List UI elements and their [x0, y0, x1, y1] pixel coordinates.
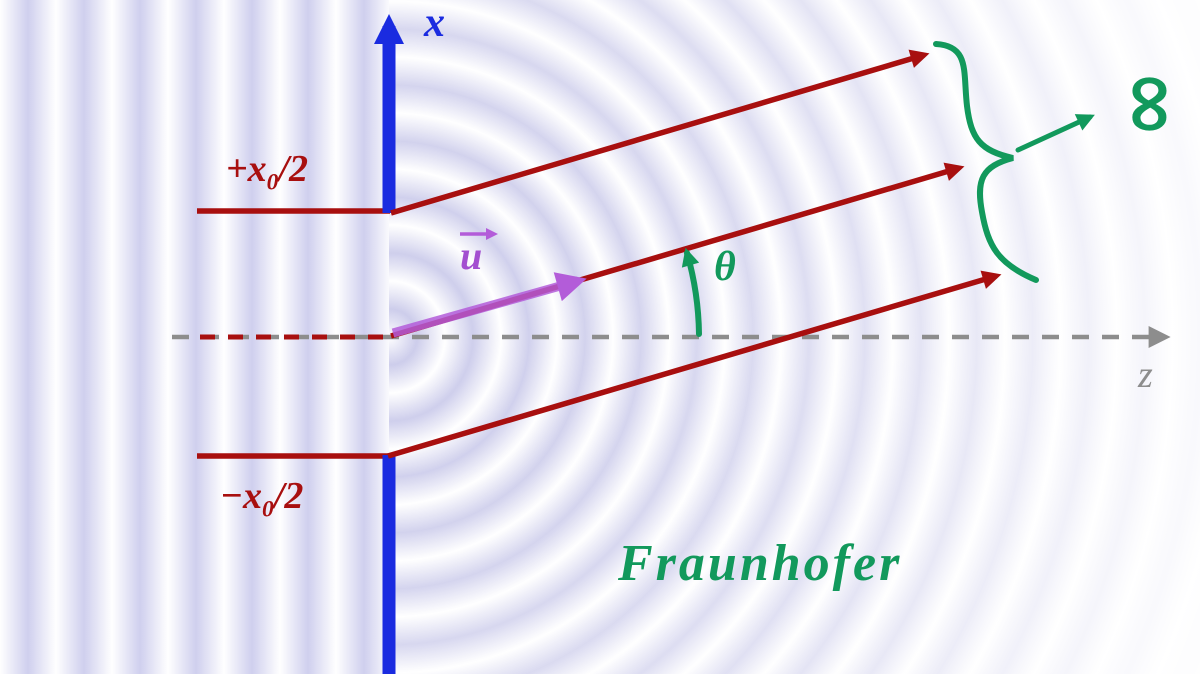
slit-bottom-subscript: 0 — [262, 496, 274, 523]
slit-bottom-suffix: /2 — [273, 475, 304, 517]
x-axis-label: x — [424, 0, 445, 46]
u-vector-letter: u — [460, 233, 483, 278]
infinity-symbol: ∞ — [1105, 69, 1200, 139]
regime-label: Fraunhofer — [618, 535, 903, 592]
theta-arc-arrow — [681, 247, 702, 337]
theta-label: θ — [714, 244, 736, 290]
slit-top-subscript: 0 — [266, 169, 279, 196]
far-field-brace — [933, 41, 1039, 283]
ray-bottom — [387, 270, 1002, 459]
slit-top-label: +x0/2 — [226, 150, 308, 195]
slit-top-prefix: +x — [226, 148, 267, 190]
infinity-label: ∞ — [1105, 58, 1200, 150]
slit-top-suffix: /2 — [278, 148, 308, 190]
slit-bottom-prefix: −x — [220, 475, 263, 517]
z-axis-label: z — [1138, 354, 1153, 396]
ray-top — [390, 49, 930, 216]
brace-to-infinity-arrow — [1015, 114, 1095, 153]
slit-bottom-label: −x0/2 — [220, 477, 303, 522]
u-vector-label: u — [452, 226, 504, 276]
u-vector-arrow — [391, 272, 587, 338]
vector-arrow-icon — [460, 228, 498, 240]
